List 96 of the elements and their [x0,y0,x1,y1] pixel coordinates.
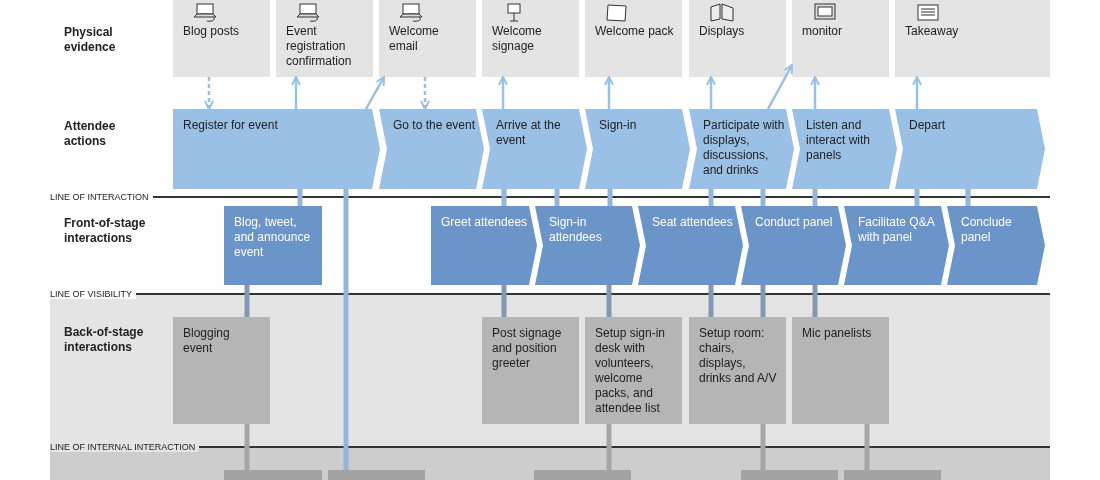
connector-bar [606,424,612,470]
support-card [741,470,838,480]
step-label: Listen and interact with panels [806,118,872,163]
action-step [482,109,587,189]
step-label: Sign-in [599,118,638,133]
connector-bar [864,424,870,470]
evidence-card [379,0,476,77]
action-step [173,109,380,189]
line-label: LINE OF INTERACTION [50,192,153,202]
action-step [585,109,690,189]
step-label: Participate with displays, discussions, and drinks [703,118,786,178]
step-label: Mic panelists [802,326,873,341]
interaction-step [535,206,640,285]
line-label: LINE OF VISIBILITY [50,289,137,299]
lane-heading: Back-of-stage interactions [64,325,145,355]
arrow [204,77,214,110]
step-label: Event registration confirmation [286,24,353,69]
step-label: Setup sign-in desk with volunteers, welcome packs, and attendee list [595,326,667,416]
step-label: Conclude panel [961,215,1013,245]
interaction-step [431,206,537,285]
step-label: Setup room: chairs, displays, drinks and A/V [699,326,778,386]
connector-bar [607,189,613,206]
arrow [604,76,614,109]
connector-bar [708,189,714,206]
connector-bar [914,189,920,206]
support-card [534,470,631,480]
connector-bar [501,189,507,206]
connector-bar [244,424,250,470]
evidence-card [173,0,270,77]
arrow [291,76,301,109]
backstage-card [689,317,786,424]
connector-bar [708,285,714,317]
action-step [792,109,897,189]
action-step [689,109,794,189]
step-label: Displays [699,24,746,39]
action-step [379,109,484,189]
backstage-card [585,317,682,424]
connector-bar [812,285,818,317]
backstage-card [173,317,270,424]
evidence-card [276,0,373,77]
arrow [810,76,820,109]
connector-bar [554,189,560,206]
step-label: Sign-in attendees [549,215,603,245]
step-label: Welcome email [389,24,440,54]
evidence-card [585,0,682,77]
arrow [912,76,922,109]
arrow [364,76,386,110]
step-label: Facilitate Q&A with panel [858,215,936,245]
connector-bar [760,189,766,206]
step-label: Blog posts [183,24,241,39]
step-label: Conduct panel [755,215,834,230]
connector-bar [812,189,818,206]
connector-bar [760,285,766,317]
lane-heading: Front-of-stage interactions [64,216,147,246]
connector-bar [760,424,766,470]
step-label: Greet attendees [441,215,529,230]
step-label: Go to the event [393,118,476,133]
interaction-step [844,206,949,285]
step-label: Welcome signage [492,24,543,54]
evidence-card [792,0,889,77]
step-label: Welcome pack [595,24,674,39]
line-label: LINE OF INTERNAL INTERACTION [50,442,200,452]
connector-bar [244,285,250,317]
interaction-step [638,206,743,285]
arrow [420,77,430,110]
step-label: Takeaway [905,24,960,39]
step-label: Blog, tweet, and announce event [234,215,312,260]
evidence-card [482,0,579,77]
lane-heading: Attendee actions [64,119,117,149]
step-label: Register for event [183,118,279,133]
arrow [766,64,794,110]
lane-heading: Physical evidence [64,25,117,55]
connector-bar [343,189,349,470]
interaction-step [224,206,322,285]
action-step [895,109,1045,189]
interaction-step [741,206,846,285]
support-card [224,470,322,480]
interaction-step [947,206,1045,285]
connector-bar [297,189,303,206]
arrow [706,76,716,109]
backstage-card [482,317,579,424]
connector-bar [965,189,971,206]
step-label: Seat attendees [652,215,734,230]
support-card [844,470,941,480]
support-card [328,470,425,480]
step-label: Depart [909,118,947,133]
evidence-card [895,0,1050,77]
arrow [498,76,508,109]
step-label: Arrive at the event [496,118,562,148]
step-label: Post signage and position greeter [492,326,563,371]
evidence-card [689,0,786,77]
step-label: monitor [802,24,843,39]
step-label: Blogging event [183,326,231,356]
backstage-card [792,317,889,424]
connector-bar [501,285,507,317]
connector-bar [606,285,612,317]
